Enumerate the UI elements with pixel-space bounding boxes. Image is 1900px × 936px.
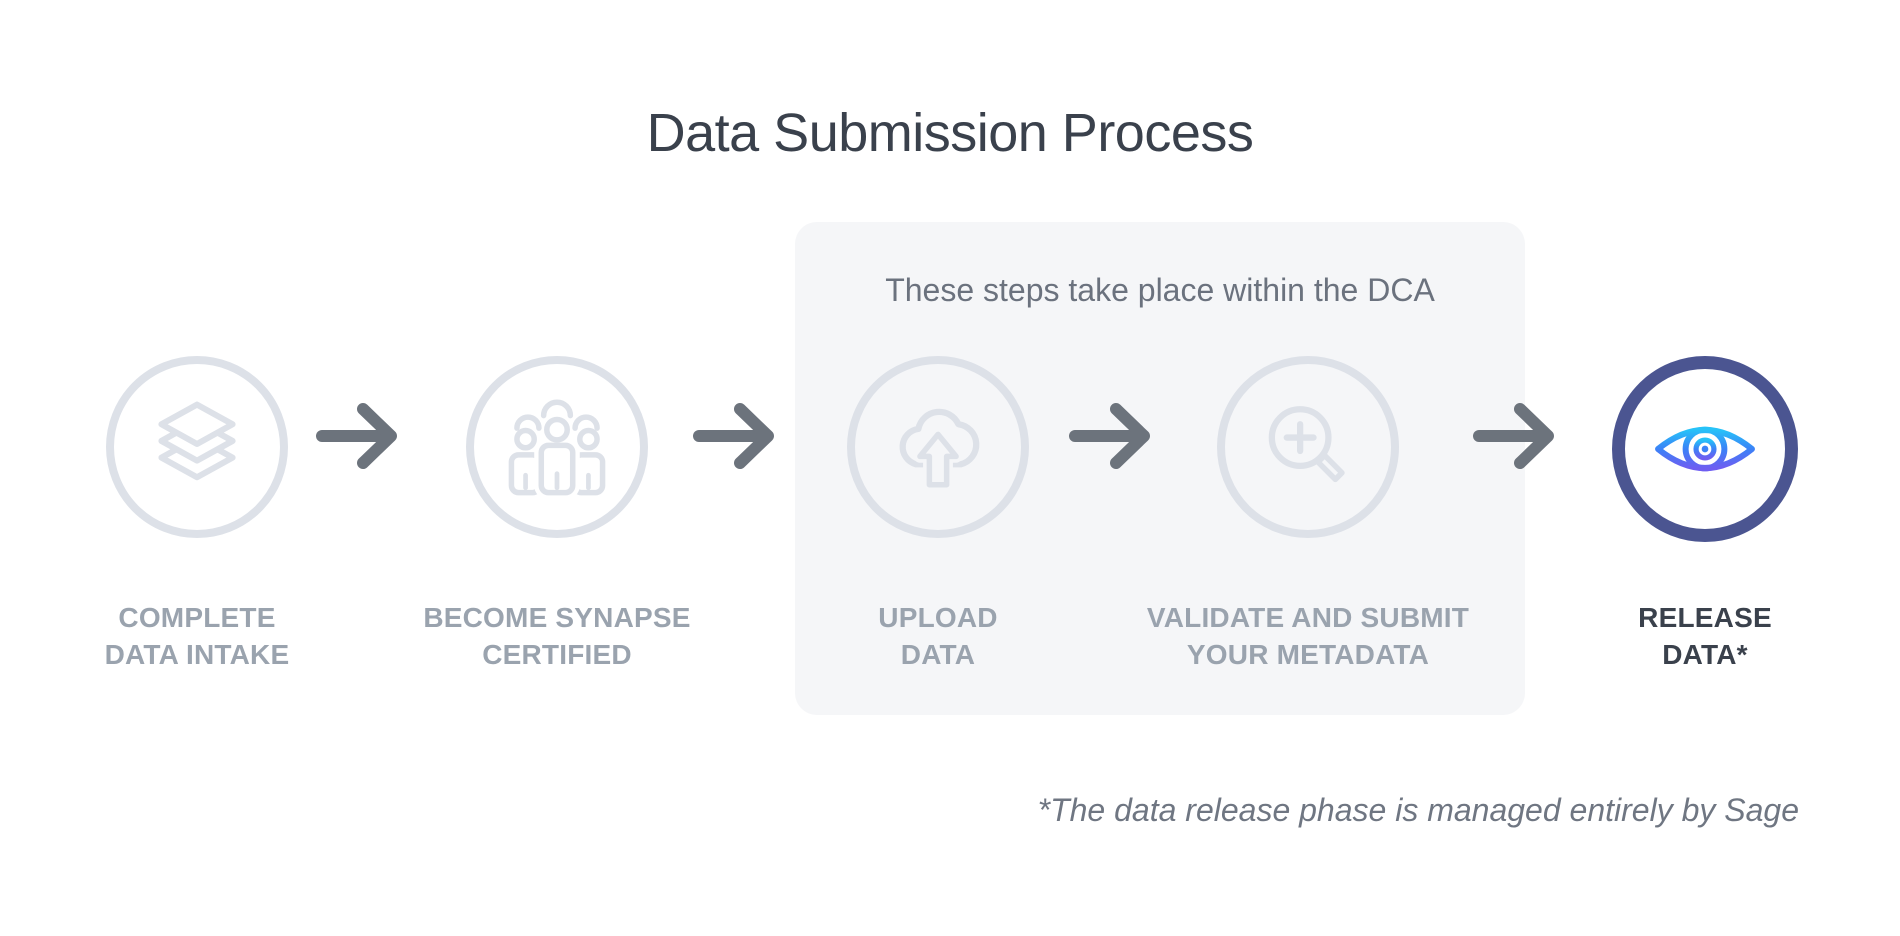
step-label-line: VALIDATE AND SUBMIT [1146,602,1470,633]
step-label-line: RELEASE [1638,602,1772,633]
cloud-upload-icon [899,408,980,491]
step-circle [466,356,648,538]
arrow-right-icon [693,403,774,469]
step-upload-data: UPLOAD DATA [768,356,1108,686]
arrow-right-icon [1069,403,1150,469]
step-complete-data-intake: COMPLETE DATA INTAKE [27,356,367,686]
step-circle-highlighted [1612,356,1798,542]
step-label-line: BECOME SYNAPSE [423,602,691,633]
step-label: BECOME SYNAPSE CERTIFIED [387,600,727,674]
step-label: UPLOAD DATA [768,600,1108,674]
step-label-line: DATA INTAKE [104,638,290,670]
arrow-step2-to-step3 [692,401,802,476]
layers-icon [158,401,236,481]
step-circle [847,356,1029,538]
step-label-line: UPLOAD [878,602,998,633]
dca-panel-caption: These steps take place within the DCA [885,272,1435,308]
community-icon [508,399,606,500]
arrow-right-icon [316,403,397,469]
step-label-line: CERTIFIED [482,638,632,670]
step-circle [106,356,288,538]
arrow-step4-to-step5 [1472,401,1582,476]
step-become-synapse-certified: BECOME SYNAPSE CERTIFIED [387,356,727,686]
step-circle [1217,356,1399,538]
step-release-data: RELEASE DATA* [1535,356,1875,686]
release-footnote: *The data release phase is managed entir… [1037,792,1799,828]
step-label: VALIDATE AND SUBMIT YOUR METADATA [1138,600,1478,674]
arrow-step3-to-step4 [1068,401,1178,476]
arrow-right-icon [1473,403,1554,469]
step-label-line: DATA [900,638,976,670]
step-label-line: DATA* [1662,638,1748,670]
zoom-in-icon [1268,406,1345,483]
step-label-line: COMPLETE [118,602,276,633]
eye-icon [1655,426,1755,472]
step-label-line: YOUR METADATA [1186,638,1430,670]
arrow-step1-to-step2 [315,401,425,476]
page-title: Data Submission Process [646,103,1254,163]
step-label: COMPLETE DATA INTAKE [27,600,367,674]
step-label: RELEASE DATA* [1535,600,1875,674]
step-validate-and-submit-metadata: VALIDATE AND SUBMIT YOUR METADATA [1138,356,1478,686]
